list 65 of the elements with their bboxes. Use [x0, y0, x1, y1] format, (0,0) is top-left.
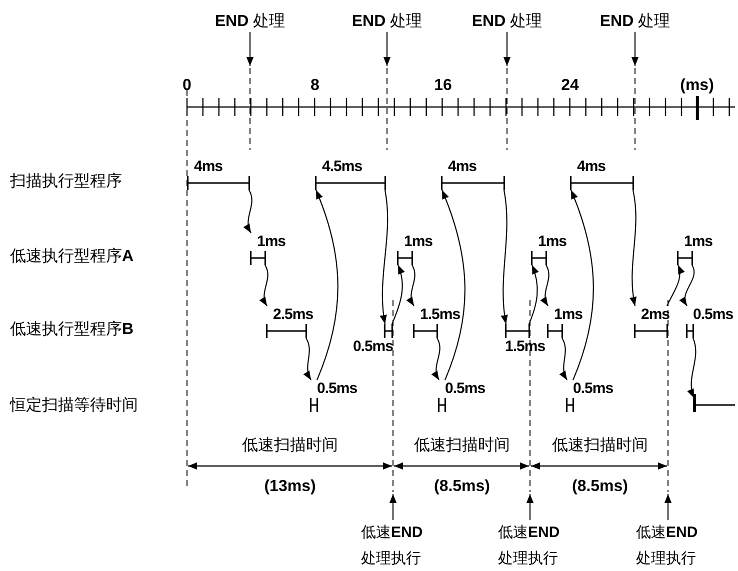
- event-label: END 处理: [600, 12, 670, 32]
- arrow: [526, 494, 534, 520]
- duration-label: 4.5ms: [322, 158, 362, 176]
- duration-label: 1ms: [538, 233, 567, 251]
- unit-label: (ms): [680, 76, 714, 96]
- event-label: 低速END处理执行: [361, 523, 424, 569]
- row-label: 低速执行型程序B: [10, 320, 134, 340]
- arrow: [389, 494, 397, 520]
- arrow: [260, 264, 268, 306]
- arrow: [666, 264, 684, 306]
- duration-label: 1ms: [554, 306, 583, 324]
- arrow: [630, 190, 637, 306]
- arrow: [528, 264, 539, 324]
- arrow: [560, 338, 568, 380]
- dimension-value: (13ms): [264, 477, 316, 497]
- event-label: END 处理: [352, 12, 422, 32]
- duration-label: 0.5ms: [352, 338, 393, 356]
- arrow: [540, 264, 550, 306]
- arrow: [406, 264, 416, 306]
- row-label: 扫描执行型程序: [10, 172, 122, 192]
- arrow: [688, 338, 696, 398]
- event-label: END 处理: [472, 12, 542, 32]
- arrow: [432, 338, 440, 380]
- row-label: 低速执行型程序A: [10, 247, 134, 267]
- arrow: [392, 264, 405, 324]
- duration-label: 0.5ms: [693, 306, 734, 324]
- arrow: [315, 190, 338, 380]
- duration-label: 0.5ms: [573, 380, 614, 398]
- arrow: [380, 190, 388, 324]
- event-label: 低速END处理执行: [636, 523, 699, 569]
- arrow: [680, 264, 695, 306]
- arrow: [441, 190, 466, 380]
- dimension-label: 低速扫描时间: [552, 436, 648, 456]
- arrow: [501, 190, 508, 324]
- duration-label: 4ms: [448, 158, 477, 176]
- arrow: [304, 338, 312, 380]
- dimension-label: 低速扫描时间: [414, 436, 510, 456]
- duration-label: 0.5ms: [317, 380, 358, 398]
- arrow: [244, 190, 252, 234]
- duration-label: 2.5ms: [273, 306, 314, 324]
- duration-label: 0.5ms: [445, 380, 486, 398]
- arrow: [664, 494, 672, 520]
- duration-label: 1ms: [684, 233, 713, 251]
- dimension-label: 低速扫描时间: [242, 436, 338, 456]
- arrow: [383, 32, 391, 66]
- duration-label: 2ms: [641, 306, 670, 324]
- duration-label: 1.5ms: [505, 338, 546, 356]
- duration-label: 1ms: [257, 233, 286, 251]
- arrow: [570, 190, 594, 380]
- dimension-value: (8.5ms): [572, 477, 628, 497]
- duration-label: 4ms: [577, 158, 606, 176]
- arrow: [631, 32, 639, 66]
- tick-label: 16: [434, 76, 452, 96]
- tick-label: 8: [310, 76, 320, 96]
- dimension-value: (8.5ms): [434, 477, 490, 497]
- event-label: END 处理: [214, 12, 286, 32]
- row-label: 恒定扫描等待时间: [10, 396, 138, 416]
- arrow: [246, 32, 254, 66]
- duration-label: 4ms: [194, 158, 223, 176]
- arrow: [503, 32, 511, 66]
- tick-label: 0: [182, 76, 192, 96]
- duration-label: 1.5ms: [420, 306, 460, 324]
- tick-label: 24: [561, 76, 579, 96]
- event-label: 低速END处理执行: [498, 523, 561, 569]
- duration-label: 1ms: [404, 233, 433, 251]
